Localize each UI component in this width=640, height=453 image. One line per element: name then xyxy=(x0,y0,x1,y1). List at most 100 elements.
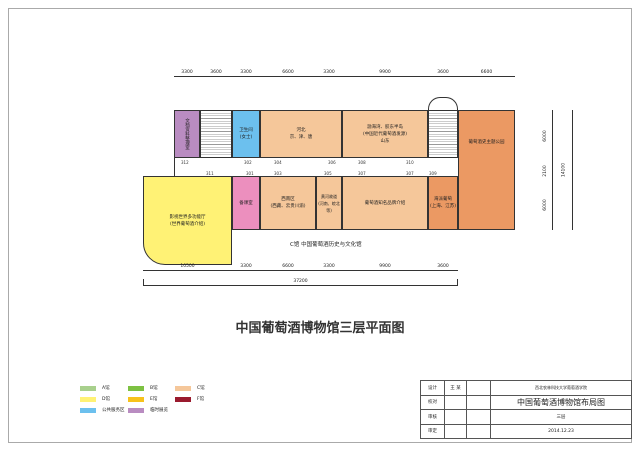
room-number: 304 xyxy=(274,160,282,165)
room-southwest[interactable]: 西南区 (西藏、云贵川渝) xyxy=(260,176,316,230)
room-label: 葡萄酒史主题公园 xyxy=(468,140,505,145)
room-park[interactable]: 葡萄酒史主题公园 xyxy=(458,110,515,230)
room-theater[interactable]: 影视世界多功能厅(世界葡萄酒介绍) xyxy=(143,176,232,265)
tb-label: 审定 xyxy=(420,423,445,439)
drawing-title: 中国葡萄酒博物馆三层平面图 xyxy=(235,321,405,336)
dim: 3600 xyxy=(428,70,458,77)
dim: 6000 xyxy=(542,110,553,162)
room-label: 黄河故道 xyxy=(321,193,337,199)
tb-label: 设计 xyxy=(420,380,445,396)
tb-label: 审核 xyxy=(420,409,445,425)
legend-label: A馆 xyxy=(102,386,110,391)
room-label: (女士) xyxy=(239,135,253,140)
dim: 6600 xyxy=(260,264,316,271)
legend-swatch xyxy=(175,385,191,391)
legend-swatch xyxy=(128,407,144,413)
dim-total: 14100 xyxy=(561,110,573,230)
tb-value: 王 某 xyxy=(444,380,467,396)
dim-label: 14100 xyxy=(561,162,567,178)
legend-label: 公共服务区 xyxy=(102,408,125,413)
dim: 3300 xyxy=(232,70,260,77)
tb-drawing-name: 中国葡萄酒博物馆布局图 xyxy=(490,394,632,410)
tb-empty xyxy=(466,394,491,410)
dim: 6600 xyxy=(458,70,515,77)
legend-swatch xyxy=(80,407,96,413)
room-number: 303 xyxy=(274,171,282,176)
room-hebei[interactable]: 河北京、津、唐 xyxy=(260,110,342,158)
legend-swatch xyxy=(80,385,96,391)
tb-empty xyxy=(444,423,467,439)
dim: 3600 xyxy=(200,70,232,77)
dim: 2100 xyxy=(542,162,553,179)
room-label: 京、津、唐 xyxy=(289,135,313,140)
room-label: 山东 xyxy=(380,138,390,144)
room-label: (西藏、云贵川渝) xyxy=(270,204,306,209)
tb-empty xyxy=(444,409,467,425)
dim: 3300 xyxy=(232,264,260,271)
dim: 3300 xyxy=(174,70,200,77)
room-label: 卫生间 xyxy=(239,128,253,133)
dim: 6000 xyxy=(542,179,553,230)
dim-label: 6000 xyxy=(542,198,548,211)
legend-label: E馆 xyxy=(150,397,158,402)
room-label: 河北 xyxy=(296,128,306,133)
tb-date: 2014.12.23 xyxy=(490,423,632,439)
room-number: 311 xyxy=(206,171,214,176)
dim-total: 37200 xyxy=(143,279,458,286)
corridor xyxy=(174,158,458,176)
room-label: 影视世界多功能厅 xyxy=(169,214,206,220)
room-number: 307 xyxy=(358,171,366,176)
tb-floor: 三层 xyxy=(490,409,632,425)
room-label: (中国近代葡萄酒发源) xyxy=(362,131,407,137)
drawing-frame xyxy=(8,8,632,443)
dim: 3600 xyxy=(428,264,458,271)
room-number: 309 xyxy=(429,171,437,176)
dim: 9900 xyxy=(342,264,428,271)
legend-swatch xyxy=(175,396,191,402)
tb-org: 西北农林科技大学葡萄酒学院 xyxy=(490,380,632,396)
room-label: (世界葡萄酒介绍) xyxy=(169,221,205,227)
title-block: 设计王 某西北农林科技大学葡萄酒学院 校对中国葡萄酒博物馆布局图 审核三层 审定… xyxy=(420,380,632,439)
room-number: 306 xyxy=(328,160,336,165)
tb-empty xyxy=(466,423,491,439)
staircase-left xyxy=(200,110,232,158)
dim: 3300 xyxy=(316,70,342,77)
legend-label: B馆 xyxy=(150,386,158,391)
room-label: 备课室 xyxy=(239,200,253,206)
legend-label: C馆 xyxy=(197,386,205,391)
room-shandong[interactable]: 渤海湾、胶东半岛(中国近代葡萄酒发源)山东 xyxy=(342,110,428,158)
room-shanghai[interactable]: 海派葡萄 (上海、江苏) xyxy=(428,176,458,230)
room-yellowriver[interactable]: 黄河故道(河南、皖北等) xyxy=(316,176,342,230)
legend-swatch xyxy=(128,385,144,391)
room-number: 310 xyxy=(406,160,414,165)
dim: 6600 xyxy=(260,70,316,77)
room-label: 西南区 xyxy=(281,197,295,202)
legend-label: 临时展览 xyxy=(150,408,168,413)
room-label: 文档资料整理室 xyxy=(184,118,190,150)
room-brands[interactable]: 葡萄酒知名品牌介绍 xyxy=(342,176,428,230)
room-number: 301 xyxy=(246,171,254,176)
room-label: 渤海湾、胶东半岛 xyxy=(367,124,403,130)
room-number: 308 xyxy=(358,160,366,165)
room-label: (上海、江苏) xyxy=(429,204,456,209)
room-label: (河南、皖北等) xyxy=(318,200,340,213)
dim: 3300 xyxy=(316,264,342,271)
tb-empty xyxy=(466,380,491,396)
staircase-right xyxy=(428,110,458,158)
room-label: 海派葡萄 xyxy=(434,197,452,202)
dim: 10500 xyxy=(143,264,232,271)
room-number: 312 xyxy=(181,160,189,165)
tb-empty xyxy=(466,409,491,425)
dim: 9900 xyxy=(342,70,428,77)
tb-empty xyxy=(444,394,467,410)
dim-label: 6000 xyxy=(542,130,548,142)
room-archive[interactable]: 文档资料整理室 xyxy=(174,110,200,158)
dim-label: 2100 xyxy=(542,164,548,177)
legend-swatch xyxy=(80,396,96,402)
room-toilet[interactable]: 卫生间 (女士) xyxy=(232,110,260,158)
legend-label: D馆 xyxy=(102,397,110,402)
room-number: 302 xyxy=(244,160,252,165)
legend-label: F馆 xyxy=(197,397,205,402)
hall-caption: C馆 中国葡萄酒历史与文化馆 xyxy=(290,242,362,248)
room-prep[interactable]: 备课室 xyxy=(232,176,260,230)
